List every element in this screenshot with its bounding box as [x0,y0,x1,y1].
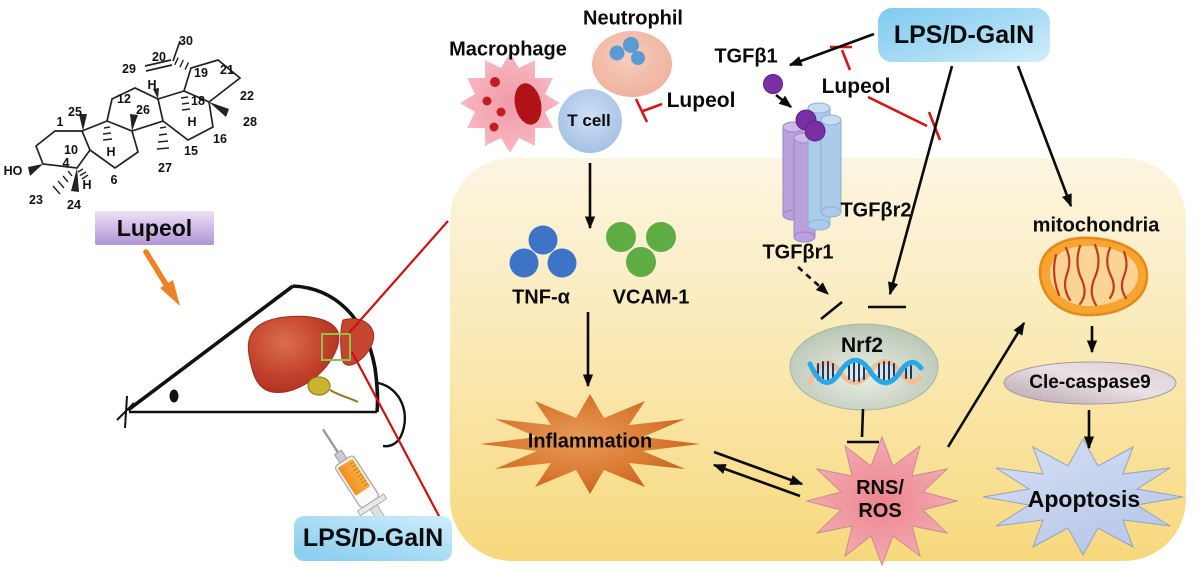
lps-dgaln-top-text: LPS/D-GalN [893,20,1035,49]
molecule-atom-label: 23 [29,193,43,207]
molecule-atom-label: 26 [136,103,150,117]
lps-dgaln-injection-text: LPS/D-GalN [302,524,444,552]
lps-dgaln-top-box: LPS/D-GalN [878,8,1050,62]
lupeol-to-mouse-arrow [143,249,180,306]
molecule-atom-label: 1 [56,115,64,129]
dna-helix-icon [807,357,924,386]
molecule-atom-label: 10 [64,143,78,157]
inflammation-label: Inflammation [527,430,653,453]
apoptosis-label: Apoptosis [1027,485,1141,512]
syringe-icon [321,428,397,535]
molecule-atom-label: 27 [158,161,172,175]
molecule-atom-label: 4 [62,156,70,170]
inflammation-starburst [480,394,700,494]
liver-illustration [247,315,375,403]
pathway-arrows [582,32,1098,498]
molecule-atom-label: H [106,145,116,159]
t-cell [558,89,622,153]
lupeol-inhibitor-top-label: Lupeol [821,74,891,98]
molecule-atom-label: H [147,78,157,92]
mitochondria-organelle [1038,236,1149,317]
molecule-atom-label: 24 [67,198,81,212]
tgfb1-ligand [763,74,783,94]
lupeol-inhibits-immune-cells [634,98,663,123]
vcam1-dots [606,222,676,277]
ros-line: ROS [858,500,902,522]
neutrophil-cell [592,31,672,97]
lps-dgaln-injection-box: LPS/D-GalN [294,516,452,561]
nrf2-label: Nrf2 [840,333,884,357]
molecule-atom-label: 6 [110,173,118,187]
molecule-atom-label: 21 [220,63,234,77]
molecule-atom-label: 22 [240,89,254,103]
cle-caspase9-oval [1003,361,1177,405]
tnfa-dots [509,225,577,278]
magnification-lines [348,220,449,519]
molecule-atom-label: 20 [152,50,166,64]
rns-ros-label: RNS/ ROS [856,477,904,523]
macrophage-label: Macrophage [449,38,567,61]
molecule-atom-label: 16 [213,132,227,146]
molecule-atom-label: HO [3,164,23,178]
molecule-atom-label: H [187,115,197,129]
neutrophil-label: Neutrophil [583,7,683,30]
molecule-atom-label: 30 [179,34,193,48]
cle-caspase9-label: Cle-caspase9 [1029,372,1151,394]
tgfbr1-label: TGFβr1 [762,241,834,264]
molecule-atom-label: 19 [194,66,208,80]
molecule-atom-label: 29 [122,62,136,76]
rns-ros-starburst [805,435,959,567]
bound-tgfb1-dimer [795,109,826,142]
tgfb-receptor-complex [782,102,842,243]
molecule-atom-label: 25 [68,105,82,119]
lupeol-inhibitor-tcell-label: Lupeol [666,88,736,112]
rns-line: RNS/ [856,477,904,499]
mitochondria-label: mitochondria [1032,214,1160,237]
molecule-atom-label: H [82,178,92,192]
molecule-atom-label: 18 [191,94,205,108]
liver-zoom-square [321,333,351,361]
apoptosis-starburst [982,437,1184,557]
tgfb1-label: TGFβ1 [714,45,778,68]
lupeol-name-text: Lupeol [116,214,193,241]
t-cell-label: T cell [567,111,611,131]
macrophage-cell [460,53,560,153]
lupeol-structure [28,40,242,195]
molecule-atom-label: 15 [184,144,198,158]
molecule-atom-label: 28 [243,115,257,129]
nrf2-complex [789,323,939,411]
tgfbr2-label: TGFβr2 [840,199,912,222]
molecule-atom-label: 12 [117,92,131,106]
tnf-alpha-label: TNF-α [512,286,570,309]
lupeol-name-box: Lupeol [95,211,214,245]
vcam1-label: VCAM-1 [612,286,690,309]
